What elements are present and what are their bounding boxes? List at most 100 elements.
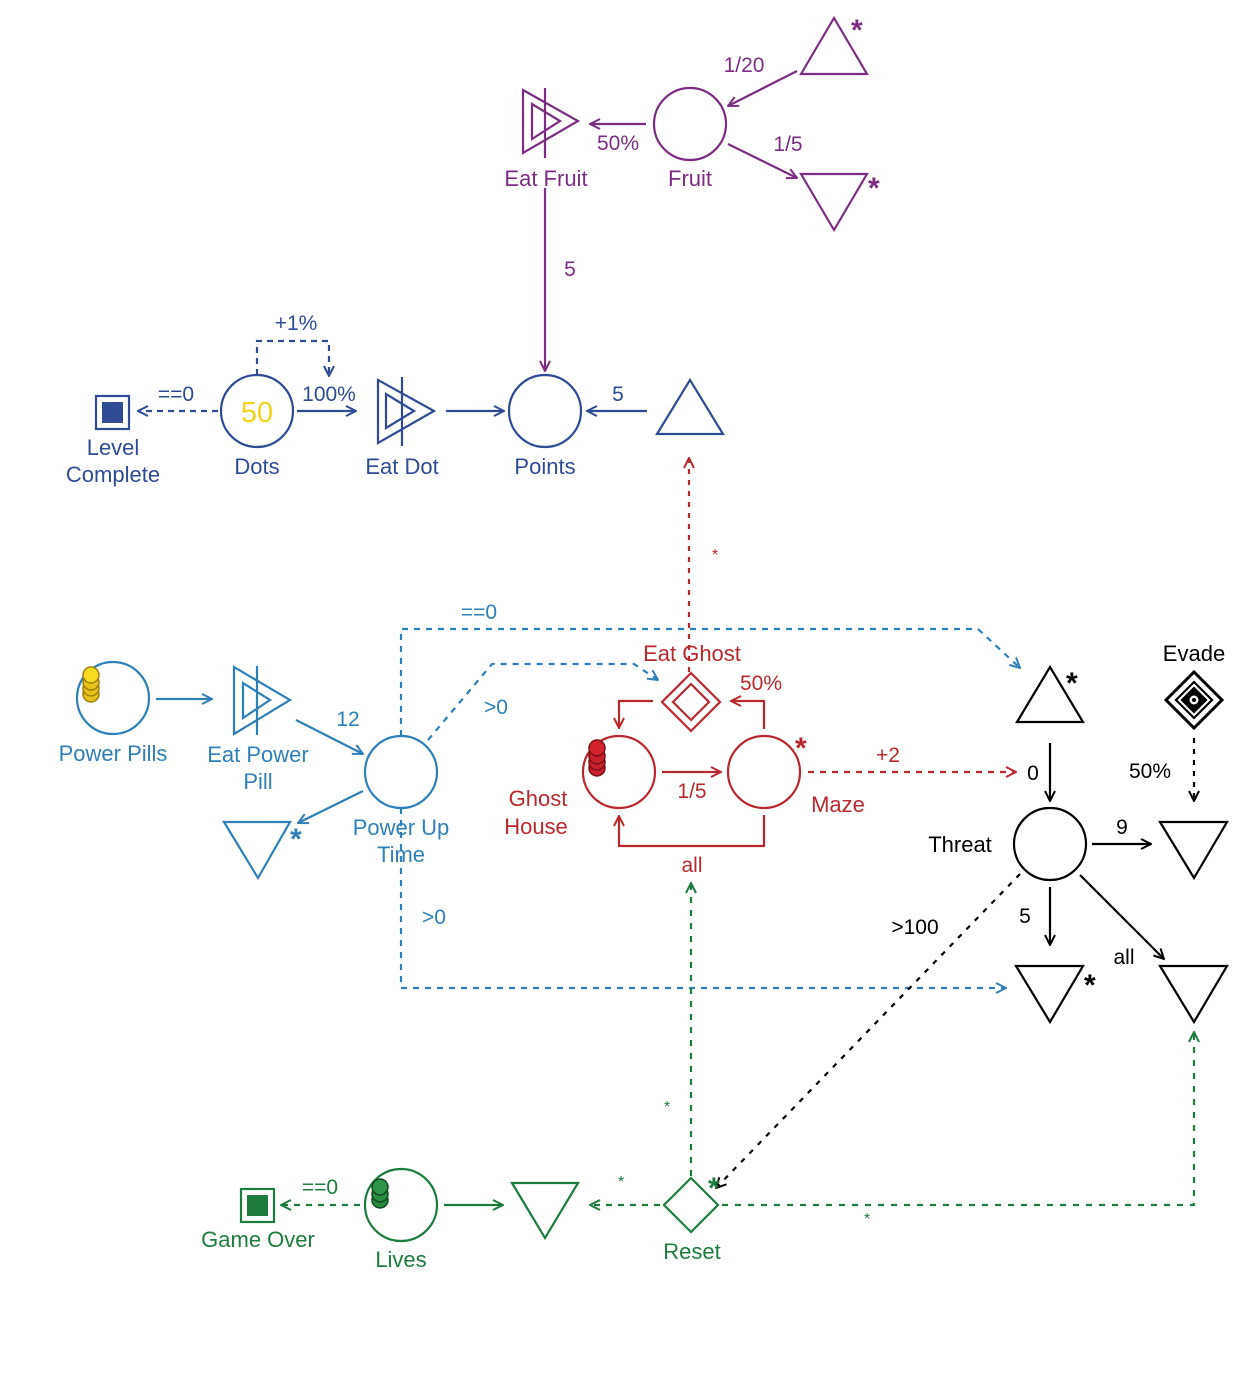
power-pills-tokens — [82, 666, 100, 703]
edge-label-gt100: >100 — [891, 916, 938, 939]
level-complete-end-condition[interactable] — [94, 394, 131, 431]
lives-tokens — [371, 1178, 389, 1209]
edge-label-reset-lives-star: * — [618, 1174, 624, 1191]
edge-label-gt0-ghost: >0 — [484, 696, 508, 719]
game-over-end-condition[interactable] — [239, 1187, 276, 1224]
lives-pool[interactable] — [363, 1167, 439, 1243]
eat-power-pill-label-line2: Pill — [243, 769, 272, 794]
edge-label-5-source-points: 5 — [612, 383, 624, 406]
edge-label-1-5: 1/5 — [773, 133, 802, 156]
eat-fruit-converter[interactable] — [521, 88, 581, 158]
ghost-house-label-line2: House — [504, 814, 568, 839]
edge-fruit-to-drain[interactable] — [727, 143, 797, 178]
threat-source-automatic-star: * — [1066, 667, 1078, 700]
edge-label-reset-ghost-star: * — [664, 1099, 670, 1116]
edge-label-eat-ghost-star: * — [712, 547, 718, 564]
edge-eat-power-to-power-up[interactable] — [295, 719, 363, 754]
edge-source-to-fruit[interactable] — [728, 70, 798, 106]
edge-label-eq0-level: ==0 — [158, 383, 194, 406]
fruit-source-automatic-star: * — [851, 14, 863, 47]
maze-pool[interactable] — [726, 734, 802, 810]
fruit-label: Fruit — [668, 166, 712, 191]
edge-label-9: 9 — [1116, 816, 1128, 839]
threat-drain-all[interactable] — [1158, 964, 1229, 1025]
power-up-time-label-line1: Power Up — [353, 815, 450, 840]
edge-maze-to-eat-ghost[interactable] — [731, 701, 766, 729]
game-over-label: Game Over — [201, 1227, 315, 1252]
power-group — [75, 627, 1020, 988]
fruit-pool[interactable] — [652, 86, 728, 162]
lives-drain[interactable] — [510, 1181, 580, 1241]
threat-pool[interactable] — [1012, 806, 1088, 882]
edge-label-threat-in-0: 0 — [1027, 762, 1039, 785]
power-up-time-label-line2: Time — [377, 842, 425, 867]
threat-drain-5[interactable] — [1014, 964, 1085, 1025]
eat-ghost-label: Eat Ghost — [643, 641, 741, 666]
ghost-house-pool[interactable] — [581, 734, 657, 810]
lives-label: Lives — [375, 1247, 426, 1272]
eat-power-pill-label-line1: Eat Power — [207, 742, 309, 767]
edge-reset-to-drain-all[interactable] — [722, 1032, 1194, 1207]
points-label: Points — [514, 454, 575, 479]
reset-label: Reset — [663, 1239, 720, 1264]
threat-label: Threat — [928, 832, 992, 857]
edge-label-eq0-lives: ==0 — [302, 1176, 338, 1199]
edge-label-5-fruit-points: 5 — [564, 258, 576, 281]
dots-label: Dots — [234, 454, 279, 479]
power-drain-automatic-star: * — [290, 823, 302, 856]
edge-threat-to-reset[interactable] — [716, 873, 1021, 1188]
edge-power-to-threat-drain5[interactable] — [399, 808, 1006, 988]
edge-label-eq0-power: ==0 — [461, 601, 497, 624]
eat-power-pill-converter[interactable] — [232, 665, 293, 736]
lives-group — [239, 883, 1194, 1243]
power-pills-pool[interactable] — [75, 660, 151, 736]
evade-label: Evade — [1163, 641, 1225, 666]
fruit-source[interactable] — [799, 15, 869, 76]
edge-dots-loop[interactable] — [255, 339, 329, 376]
fruit-drain-automatic-star: * — [868, 172, 880, 205]
edge-eat-ghost-to-ghost-house[interactable] — [619, 699, 653, 728]
reset-automatic-star: * — [708, 1172, 720, 1205]
edge-label-plus1pct: +1% — [275, 312, 318, 335]
edge-label-12: 12 — [336, 708, 359, 731]
level-complete-label-line1: Level — [87, 435, 140, 460]
edge-power-to-eat-ghost[interactable] — [427, 662, 658, 741]
level-complete-label-line2: Complete — [66, 462, 160, 487]
edge-label-all-threat: all — [1113, 946, 1134, 969]
edge-power-up-to-drain[interactable] — [298, 790, 364, 823]
edge-maze-to-ghost-house[interactable] — [619, 815, 766, 848]
points-source[interactable] — [655, 377, 725, 436]
fruit-drain[interactable] — [799, 172, 869, 233]
edge-label-1-5-ghost: 1/5 — [677, 780, 706, 803]
eat-fruit-label: Eat Fruit — [504, 166, 587, 191]
eat-ghost-gate[interactable] — [660, 671, 722, 733]
threat-group — [716, 664, 1229, 1188]
reset-gate[interactable] — [662, 1176, 720, 1234]
edge-label-5-threat: 5 — [1019, 905, 1031, 928]
edge-label-evade-50pct: 50% — [1129, 760, 1171, 783]
dots-value: 50 — [241, 397, 273, 429]
threat-drain-5-automatic-star: * — [1084, 969, 1096, 1002]
threat-source[interactable] — [1015, 664, 1085, 724]
ghost-house-tokens — [588, 739, 606, 777]
edge-label-plus2: +2 — [876, 744, 900, 767]
edge-label-reset-drain-star: * — [864, 1211, 870, 1228]
edge-power-to-threat-source[interactable] — [399, 627, 1020, 736]
edge-label-1-20: 1/20 — [724, 54, 765, 77]
power-pills-label: Power Pills — [59, 741, 168, 766]
edge-threat-to-drain-all[interactable] — [1079, 874, 1164, 959]
evade-random-gate[interactable] — [1163, 669, 1225, 731]
ghost-group — [581, 671, 1016, 848]
edge-label-100pct: 100% — [302, 383, 356, 406]
power-drain[interactable] — [222, 820, 292, 881]
points-pool[interactable] — [507, 373, 583, 449]
maze-label: Maze — [811, 792, 865, 817]
power-up-time-pool[interactable] — [363, 734, 439, 810]
threat-drain-9[interactable] — [1158, 820, 1229, 881]
fruit-group — [521, 15, 869, 371]
eat-dot-converter[interactable] — [376, 377, 437, 446]
ghost-house-label-line1: Ghost — [509, 786, 568, 811]
maze-automatic-star: * — [795, 732, 807, 765]
edge-label-gt0-drain: >0 — [422, 906, 446, 929]
